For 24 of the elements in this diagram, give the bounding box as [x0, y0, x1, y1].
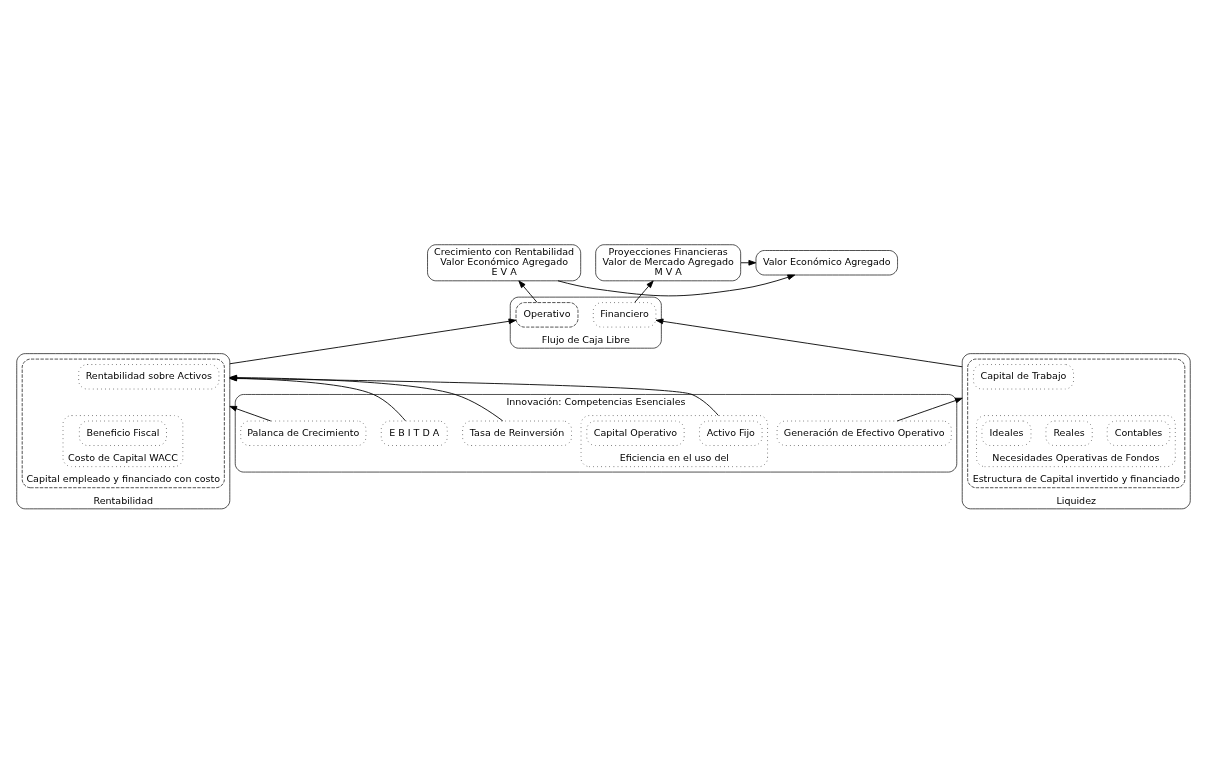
node-box: Rentabilidad sobre Activos — [78, 363, 220, 389]
arrow — [740, 259, 757, 266]
node-box: Proyecciones Financieras Valor de Mercado Agregado M V A — [595, 243, 741, 281]
node-box: Palanca de Crecimiento — [240, 420, 367, 446]
node-box: Activo Fijo — [699, 420, 763, 446]
node-box: Ideales — [981, 420, 1032, 446]
node-box: Valor Económico Agregado — [755, 249, 898, 275]
arrow — [655, 318, 963, 367]
arrow — [518, 279, 538, 303]
node-box: Reales — [1045, 420, 1093, 446]
node-box: Contables — [1106, 420, 1171, 446]
node-box: Tasa de Reinversión — [462, 420, 572, 446]
arrow — [229, 318, 517, 364]
node-box: Beneficio Fiscal — [79, 420, 167, 446]
node-box: Capital Operativo — [586, 420, 685, 446]
node-box: Capital de Trabajo — [973, 363, 1074, 389]
arrow — [896, 397, 963, 421]
arrow — [229, 405, 272, 421]
node-box: Generación de Efectivo Operativo — [776, 420, 952, 446]
node-box: Financiero — [592, 301, 657, 327]
node-box: Crecimiento con Rentabilidad Valor Económico Agregado E V A — [427, 243, 582, 281]
node-box: E B I T D A — [380, 420, 448, 446]
node-box: Operativo — [515, 301, 579, 327]
arrow — [634, 279, 654, 303]
